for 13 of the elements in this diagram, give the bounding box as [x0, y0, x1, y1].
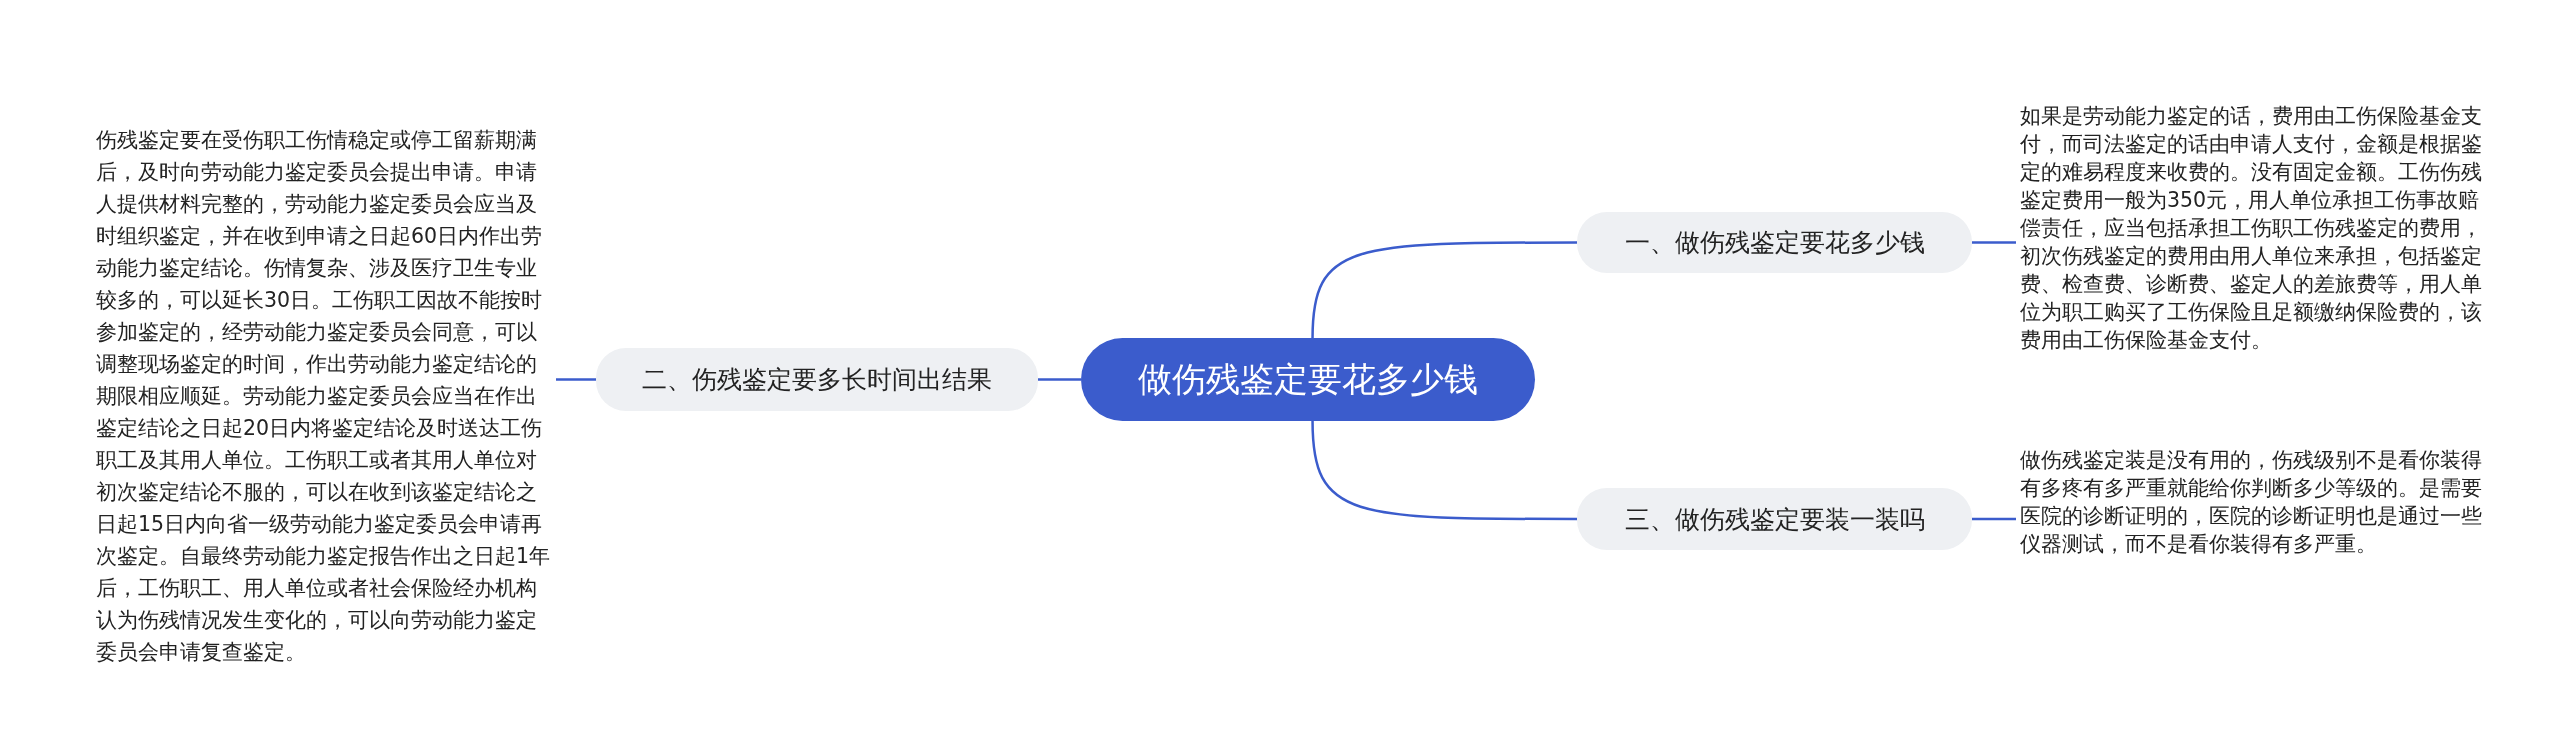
- topic-box: 三、做伤残鉴定要装一装吗: [1577, 488, 1972, 550]
- description-text: 做伤残鉴定装是没有用的，伤残级别不是看你装得有多疼有多严重就能给你判断多少等级的。是需要医院的诊断证明的，医院的诊断证明也是通过一些仪器测试，而不是看你装得有多严重。: [2020, 446, 2486, 558]
- central-topic-box: 做伤残鉴定要花多少钱: [1081, 338, 1535, 421]
- connector-line: [556, 378, 596, 381]
- connector-line: [1972, 517, 2016, 521]
- description-text: 如果是劳动能力鉴定的话，费用由工伤保险基金支付，而司法鉴定的话由申请人支付，金额是根据鉴定的难易程度来收费的。没有固定金额。工伤伤残鉴定费用一般为350元，用人单位承担工伤事故赔偿责任，应当包括承担工伤职工伤残鉴定的费用，初次伤残鉴定的费用由用人单位来承担，包括鉴定费、检查费、诊断费、鉴定人的差旅费等，用人单位为职工购买了工伤保险且足额缴纳保险费的，该费用由工伤保险基金支付。: [2020, 102, 2486, 354]
- topic-box: 一、做伤残鉴定要花多少钱: [1577, 212, 1972, 273]
- topic-box: 二、伤残鉴定要多长时间出结果: [596, 348, 1038, 411]
- connector-line: [1311, 241, 1577, 339]
- description-text: 伤残鉴定要在受伤职工伤情稳定或停工留薪期满后，及时向劳动能力鉴定委员会提出申请。申请人提供材料完整的，劳动能力鉴定委员会应当及时组织鉴定，并在收到申请之日起60日内作出劳动能力鉴定结论。伤情复杂、涉及医疗卫生专业较多的，可以延长30日。工伤职工因故不能按时参加鉴定的，经劳动能力鉴定委员会同意，可以调整现场鉴定的时间，作出劳动能力鉴定结论的期限相应顺延。劳动能力鉴定委员会应当在作出鉴定结论之日起20日内将鉴定结论及时送达工伤职工及其用人单位。工伤职工或者其用人单位对初次鉴定结论不服的，可以在收到该鉴定结论之日起15日内向省一级劳动能力鉴定委员会申请再次鉴定。自最终劳动能力鉴定报告作出之日起1年后，工伤职工、用人单位或者社会保险经办机构认为伤残情况发生变化的，可以向劳动能力鉴定委员会申请复查鉴定。: [96, 124, 552, 668]
- connector-line: [1311, 420, 1577, 521]
- connector-line: [1038, 378, 1081, 381]
- connector-line: [1972, 241, 2016, 244]
